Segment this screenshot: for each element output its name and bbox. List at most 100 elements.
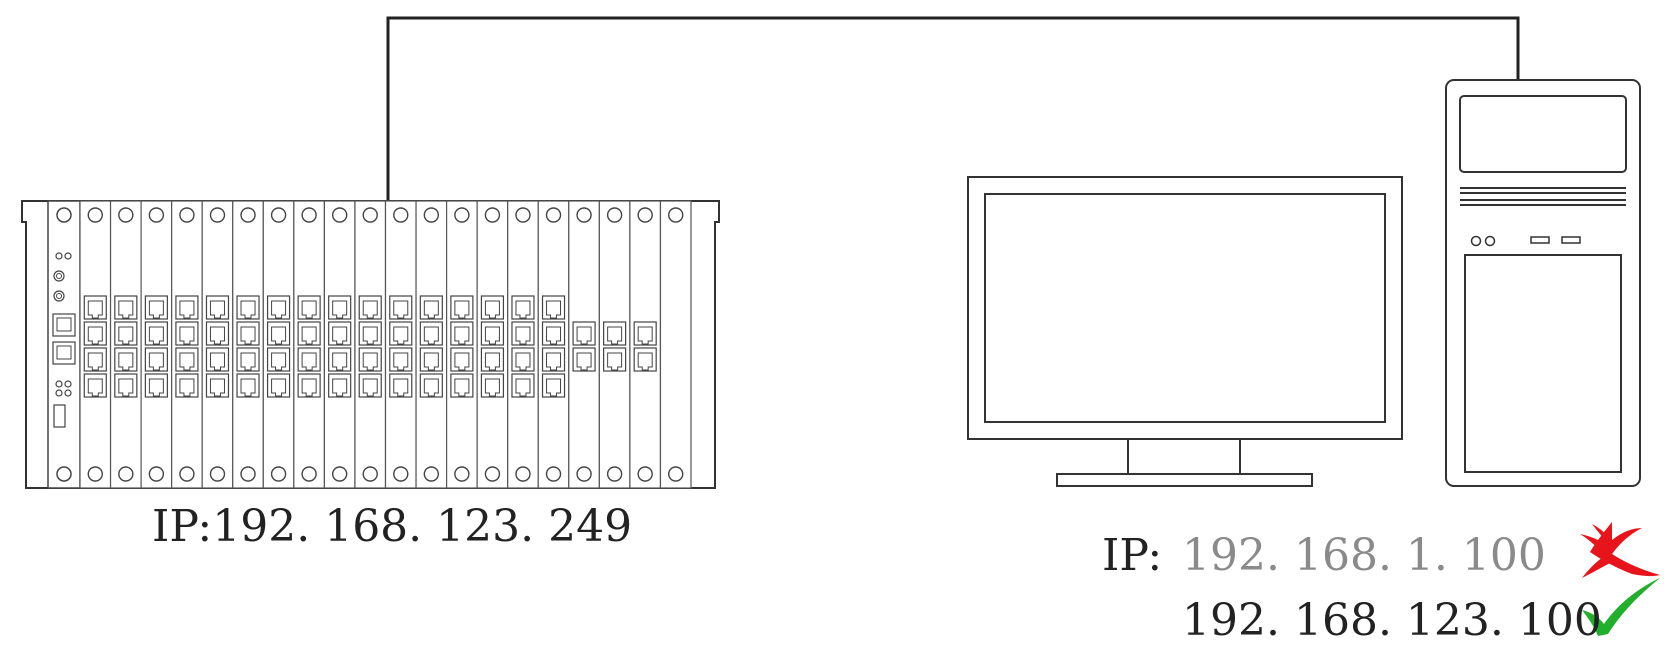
line-card xyxy=(476,200,509,489)
rj45-port-icon xyxy=(144,373,168,398)
power-button-icon xyxy=(1470,235,1482,247)
rj45-port-icon xyxy=(266,347,291,372)
line-card xyxy=(109,200,142,489)
rj45-port-icon xyxy=(83,347,107,372)
card-slots xyxy=(79,200,692,489)
control-card-ports xyxy=(52,207,76,482)
rj45-port-icon xyxy=(389,321,413,346)
usb-port-icon xyxy=(1561,236,1581,244)
rj45-port-icon xyxy=(144,347,168,372)
monitor xyxy=(967,176,1403,487)
line-card xyxy=(446,200,478,489)
line-card xyxy=(79,200,112,489)
rj45-port-icon xyxy=(175,295,199,320)
line-card xyxy=(262,200,295,489)
computer-tower xyxy=(1445,79,1641,487)
rj45-port-icon xyxy=(83,295,107,320)
line-card xyxy=(232,200,264,489)
rj45-port-icon xyxy=(541,373,566,398)
rj45-port-icon xyxy=(541,347,566,372)
ethernet-cable xyxy=(386,16,1520,200)
rj45-port-icon xyxy=(419,373,443,398)
line-card xyxy=(659,200,692,489)
rj45-port-icon xyxy=(450,321,474,346)
rj45-port-icon xyxy=(83,373,107,398)
rj45-port-icon xyxy=(389,295,413,320)
rack-device xyxy=(21,200,720,489)
rj45-port-icon xyxy=(266,321,291,346)
line-card xyxy=(415,200,448,489)
rj45-port-icon xyxy=(236,347,260,372)
line-card xyxy=(629,200,662,489)
rj45-port-icon xyxy=(419,347,443,372)
rj45-port-icon xyxy=(297,347,321,372)
optical-drive xyxy=(1459,95,1627,173)
monitor-neck xyxy=(1127,438,1241,475)
line-card xyxy=(293,200,326,489)
rj45-port-icon xyxy=(205,295,230,320)
check-mark-icon xyxy=(1582,578,1660,636)
cross-mark-icon xyxy=(1580,522,1660,578)
rj45-port-icon xyxy=(450,295,474,320)
monitor-base xyxy=(1056,473,1313,487)
pc-ip-wrong-value: 192. 168. 1. 100 xyxy=(1182,530,1546,581)
rj45-port-icon xyxy=(328,321,352,346)
rj45-port-icon xyxy=(358,321,382,346)
rj45-port-icon xyxy=(205,321,230,346)
rj45-port-icon xyxy=(175,373,199,398)
rj45-port-icon xyxy=(541,295,566,320)
rj45-port-icon xyxy=(633,321,657,346)
rj45-port-icon xyxy=(480,295,505,320)
rj45-port-icon xyxy=(297,321,321,346)
rj45-port-icon xyxy=(236,295,260,320)
rj45-port-icon xyxy=(603,321,627,346)
rj45-port-icon xyxy=(358,347,382,372)
rj45-port-icon xyxy=(266,295,291,320)
rj45-port-icon xyxy=(480,347,505,372)
rj45-port-icon xyxy=(419,321,443,346)
rj45-port-icon xyxy=(511,373,535,398)
rj45-port-icon xyxy=(175,347,199,372)
rj45-port-icon xyxy=(114,373,138,398)
rj45-port-icon xyxy=(450,373,474,398)
usb-port-icon xyxy=(1530,236,1550,244)
line-card xyxy=(323,200,356,489)
rj45-port-icon xyxy=(633,347,657,372)
line-card xyxy=(171,200,203,489)
rj45-port-icon xyxy=(358,373,382,398)
pc-ip-correct-value: 192. 168. 123. 100 xyxy=(1182,595,1602,646)
rj45-port-icon xyxy=(297,295,321,320)
rj45-port-icon xyxy=(511,295,535,320)
rj45-port-icon xyxy=(236,321,260,346)
rj45-port-icon xyxy=(511,347,535,372)
rj45-port-icon xyxy=(358,295,382,320)
rj45-port-icon xyxy=(603,347,627,372)
rj45-port-icon xyxy=(419,295,443,320)
rj45-port-icon xyxy=(389,373,413,398)
line-card xyxy=(537,200,570,489)
rj45-port-icon xyxy=(480,321,505,346)
rj45-port-icon xyxy=(266,373,291,398)
line-card xyxy=(384,200,417,489)
rj45-port-icon xyxy=(450,347,474,372)
rj45-port-icon xyxy=(572,321,596,346)
line-card xyxy=(568,200,600,489)
rj45-port-icon xyxy=(389,347,413,372)
line-card xyxy=(507,200,539,489)
rj45-port-icon xyxy=(480,373,505,398)
rj45-port-icon xyxy=(328,295,352,320)
pc-ip-prefix-label: IP: xyxy=(1102,530,1163,581)
rj45-port-icon xyxy=(297,373,321,398)
tower-side-panel xyxy=(1464,254,1622,473)
rj45-port-icon xyxy=(511,321,535,346)
rj45-port-icon xyxy=(114,295,138,320)
rj45-port-icon xyxy=(205,373,230,398)
rj45-port-icon xyxy=(328,347,352,372)
line-card xyxy=(354,200,387,489)
line-card xyxy=(140,200,173,489)
rj45-port-icon xyxy=(175,321,199,346)
rj45-port-icon xyxy=(541,321,566,346)
line-card xyxy=(598,200,631,489)
rj45-port-icon xyxy=(236,373,260,398)
